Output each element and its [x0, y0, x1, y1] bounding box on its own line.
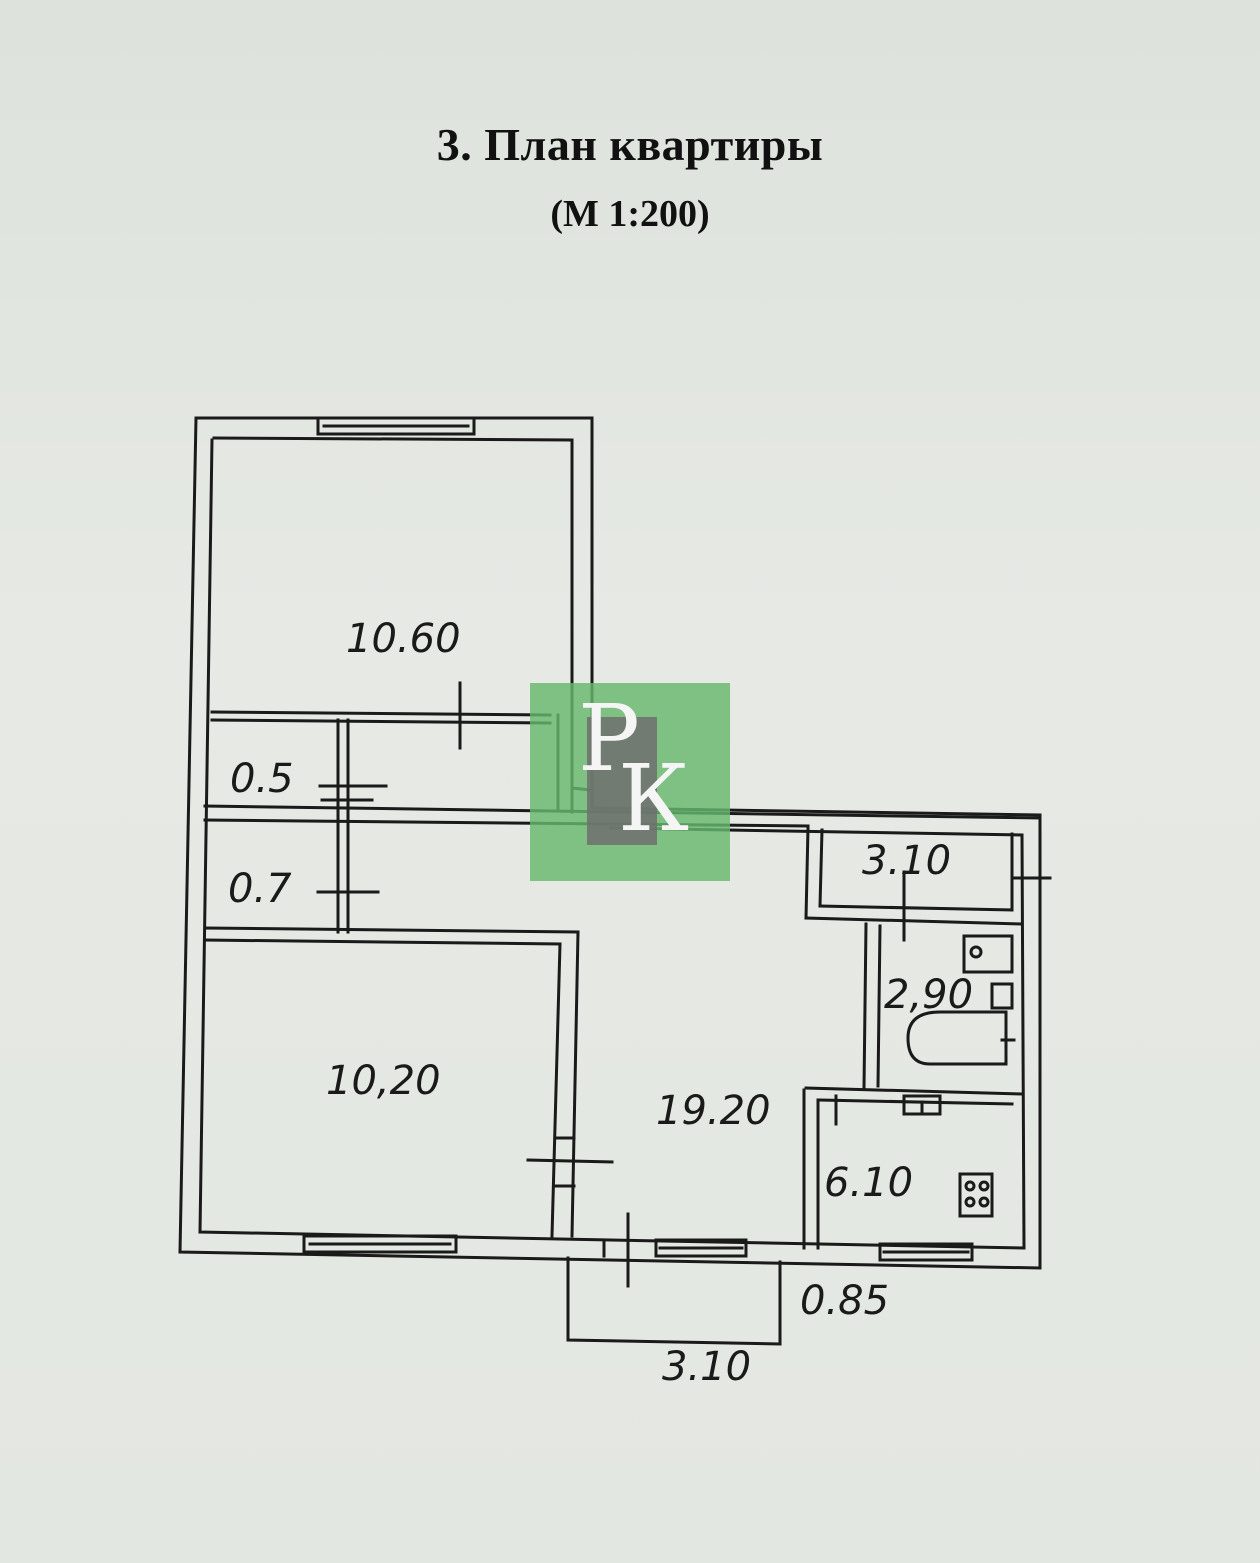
sink-drain-icon: [969, 945, 983, 959]
window-top: [316, 416, 476, 436]
area-bathroom: 2,90: [884, 972, 973, 1018]
window-bottom-right: [878, 1242, 974, 1262]
balcony: [566, 1212, 782, 1346]
area-hall: 19.20: [656, 1088, 771, 1134]
area-closet-lower: 0.7: [228, 866, 292, 912]
balcony-depth: 0.85: [800, 1278, 889, 1324]
sink-icon: [962, 934, 1014, 974]
closets: [203, 718, 580, 946]
page-title: 3. План квартиры: [436, 119, 824, 170]
partition-bottom-room: [526, 930, 614, 1238]
bathtub-icon: [906, 1010, 1008, 1066]
area-closet-upper: 0.5: [230, 756, 294, 802]
scale-label: (М 1:200): [550, 193, 710, 235]
kitchen-walls: [802, 1086, 1024, 1250]
bathroom-walls: [862, 922, 1016, 1090]
area-kitchen: 6.10: [824, 1160, 913, 1206]
balcony-width: 3.10: [662, 1344, 751, 1390]
watermark-letter-k: К: [618, 745, 690, 852]
area-toilet: 3.10: [862, 838, 951, 884]
kitchen-sink-icon: [902, 1094, 942, 1116]
toilet-walls: [804, 826, 1052, 942]
toilet-bowl-icon: [990, 982, 1014, 1010]
area-room-bottom-left: 10,20: [326, 1058, 441, 1104]
stove-icon: [958, 1172, 994, 1218]
window-bottom-left: [302, 1234, 458, 1254]
window-bottom-middle: [654, 1238, 748, 1258]
watermark-letter-p: Р: [578, 685, 640, 792]
area-room-top-left: 10.60: [346, 616, 461, 662]
watermark-logo: Р К: [530, 683, 730, 881]
